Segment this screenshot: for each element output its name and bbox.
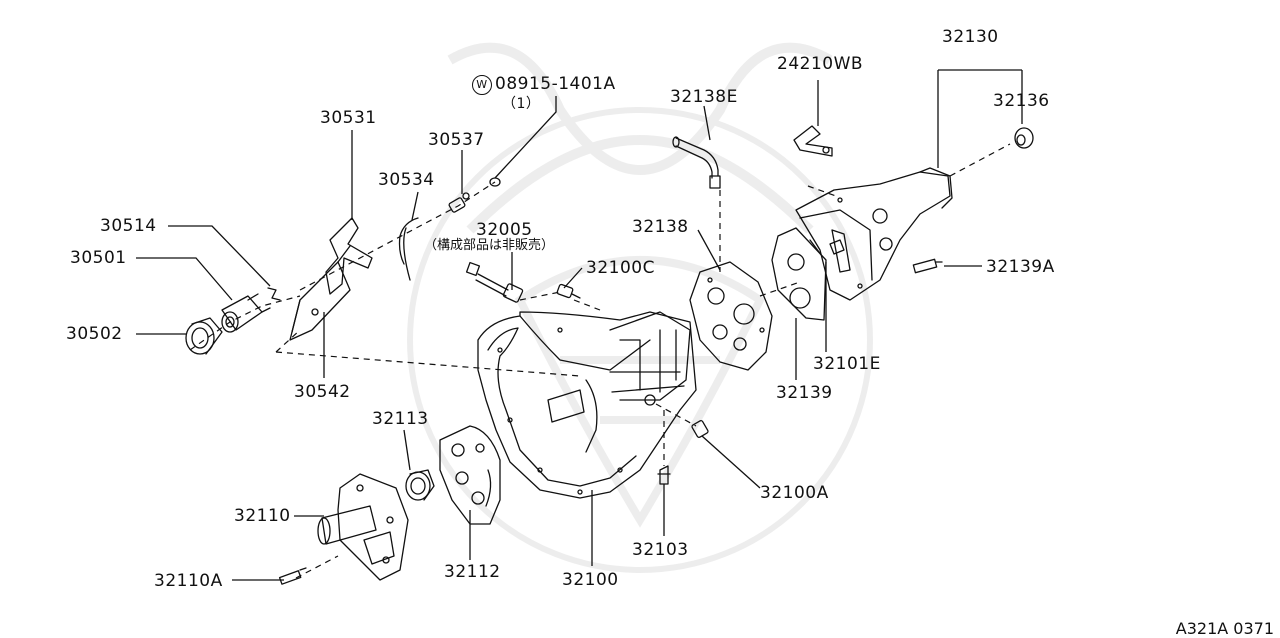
bolt-part [278,567,307,585]
part-label-32100C[interactable]: 32100C [586,258,655,278]
part-label-32101E[interactable]: 32101E [813,354,881,374]
part-label-32110[interactable]: 32110 [234,506,291,526]
part-label-32103[interactable]: 32103 [632,540,689,560]
harness-bracket-part [793,125,833,157]
part-label-32005[interactable]: 32005 [476,220,533,240]
washer-qualifier-icon: W [472,75,492,95]
part-label-30542[interactable]: 30542 [294,382,351,402]
dowel-pin-part [829,239,845,255]
plug-part [556,283,581,299]
adapter-plate-part [689,261,773,371]
part-label-32138E[interactable]: 32138E [670,87,738,107]
part-label-32139[interactable]: 32139 [776,383,833,403]
part-label-24210WB[interactable]: 24210WB [777,54,864,74]
extension-plug-part [1014,127,1034,149]
transmission-case-part [477,311,697,499]
part-label-30502[interactable]: 30502 [66,324,123,344]
diagram-code: A321A 0371 [1175,619,1274,638]
part-number: 08915-1401A [495,74,616,94]
extension-gasket-part [771,227,827,321]
part-label-32138[interactable]: 32138 [632,217,689,237]
quantity-note: （1） [502,96,541,112]
extension-housing-part [795,167,953,301]
clip-part [267,287,281,301]
not-sold-note: （構成部品は非販売） [424,238,555,253]
shift-fork-part [289,217,373,341]
retainer-spring-part [398,217,419,281]
filler-plug-part [657,465,671,485]
sensor-part [465,261,524,303]
part-label-30501[interactable]: 30501 [70,248,127,268]
part-label-30534[interactable]: 30534 [378,170,435,190]
part-label-32139A[interactable]: 32139A [986,257,1055,277]
oil-seal-part [405,469,435,501]
front-cover-part [317,473,409,581]
drain-plug-part [691,420,709,438]
breather-tube-part [672,136,721,189]
part-label-32100A[interactable]: 32100A [760,483,829,503]
release-bearing-part [221,293,271,333]
leader-lines [136,69,1023,581]
part-label-30514[interactable]: 30514 [100,216,157,236]
part-label-30531[interactable]: 30531 [320,108,377,128]
pivot-pin-part [448,192,470,213]
part-label-30537[interactable]: 30537 [428,130,485,150]
part-label-32110A[interactable]: 32110A [154,571,223,591]
part-label-32130[interactable]: 32130 [942,27,999,47]
bearing-sleeve-part [185,317,223,355]
part-label-32136[interactable]: 32136 [993,91,1050,111]
part-label-32100[interactable]: 32100 [562,570,619,590]
gasket-part [439,425,501,525]
assembly-lines [189,143,1011,579]
part-label-32112[interactable]: 32112 [444,562,501,582]
part-label-32113[interactable]: 32113 [372,409,429,429]
extension-bolt-part [912,258,943,274]
